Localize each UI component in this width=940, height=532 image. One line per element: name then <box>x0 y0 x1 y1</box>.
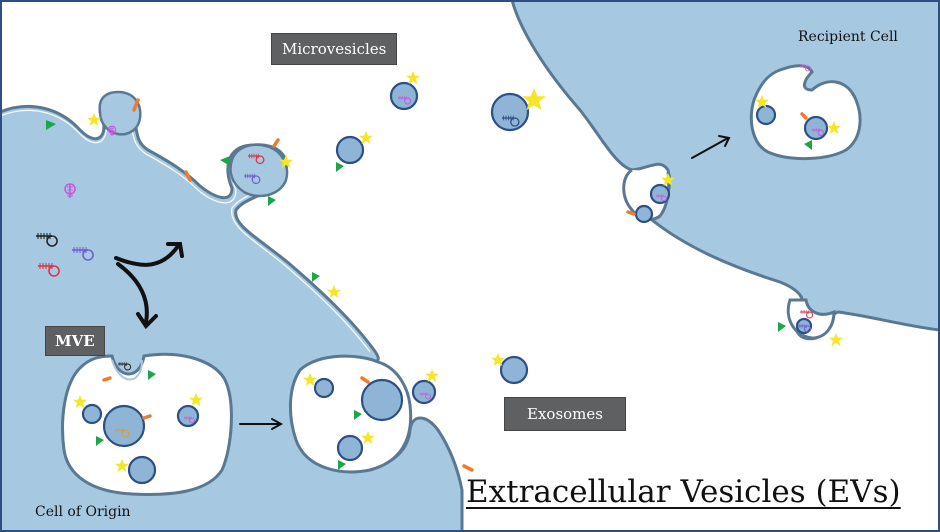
surface-markers-triangles <box>46 120 812 470</box>
surface-proteins <box>102 98 808 472</box>
recipient-cell-body <box>510 0 940 341</box>
recipient-cell-label: Recipient Cell <box>798 29 898 45</box>
mve-label: MVE <box>45 326 105 356</box>
page-title: Extracellular Vesicles (EVs) <box>466 474 901 510</box>
mve-compartment <box>61 352 233 496</box>
cell-of-origin-label: Cell of Origin <box>35 504 131 520</box>
budding-vesicle-1 <box>98 90 142 136</box>
recipient-endosome <box>749 64 862 160</box>
budding-vesicle-2 <box>229 143 289 198</box>
microvesicles-label: Microvesicles <box>271 33 398 65</box>
process-arrows <box>114 135 731 430</box>
exosomes-label: Exosomes <box>504 397 626 431</box>
